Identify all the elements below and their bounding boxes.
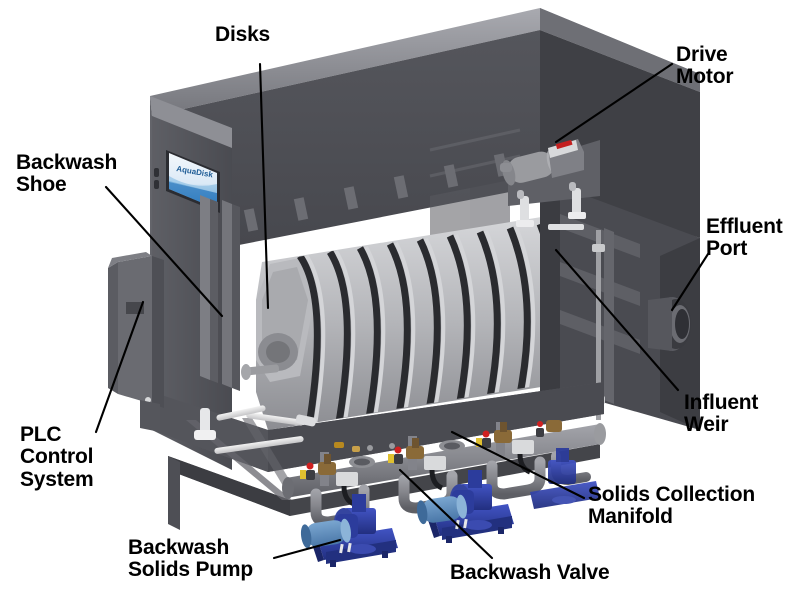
leader-effluent-port [670, 252, 710, 312]
backwash-valve [536, 420, 562, 437]
callout-label-solids-collection-manifold: Solids Collection Manifold [588, 483, 755, 529]
leader-solids-collection-manifold [450, 430, 586, 500]
influent-weir-bracket [592, 244, 605, 252]
disk-stack [241, 214, 576, 437]
callout-label-backwash-solids-pump: Backwash Solids Pump [128, 536, 253, 582]
callout-label-disks: Disks [215, 23, 271, 46]
callout-label-backwash-shoe: Backwash Shoe [16, 151, 118, 197]
leader-drive-motor [554, 62, 674, 144]
influent-weir-rod [596, 230, 601, 420]
leader-lines [94, 62, 710, 560]
end-wall-slot [154, 168, 159, 177]
manifold-nozzle [349, 440, 465, 468]
leader-backwash-shoe [104, 185, 224, 318]
leader-backwash-valve [398, 468, 494, 560]
effluent-port [648, 297, 691, 351]
callout-label-drive-motor: Drive Motor [676, 43, 734, 89]
callout-label-influent-weir: Influent Weir [684, 391, 759, 437]
leader-plc-control-system [94, 300, 145, 434]
callout-label-effluent-port: Effluent Port [706, 215, 783, 261]
callout-label-backwash-valve: Backwash Valve [450, 561, 610, 584]
leader-disks [258, 62, 270, 310]
backwash-valve [300, 454, 336, 480]
backwash-shoe [200, 195, 240, 391]
backwash-solids-pump [300, 448, 600, 567]
skid-sensors [334, 442, 395, 452]
influent-weir-actuators [516, 182, 586, 230]
leader-backwash-solids-pump [272, 538, 342, 560]
leader-influent-weir [554, 248, 680, 392]
backwash-valve [476, 422, 512, 448]
end-wall-slot [154, 180, 159, 189]
plc-control-cabinet [108, 252, 164, 432]
backwash-valve [388, 438, 424, 464]
callout-label-plc-control-system: PLC Control System [20, 423, 94, 491]
tank-interior-ribs [429, 128, 521, 240]
